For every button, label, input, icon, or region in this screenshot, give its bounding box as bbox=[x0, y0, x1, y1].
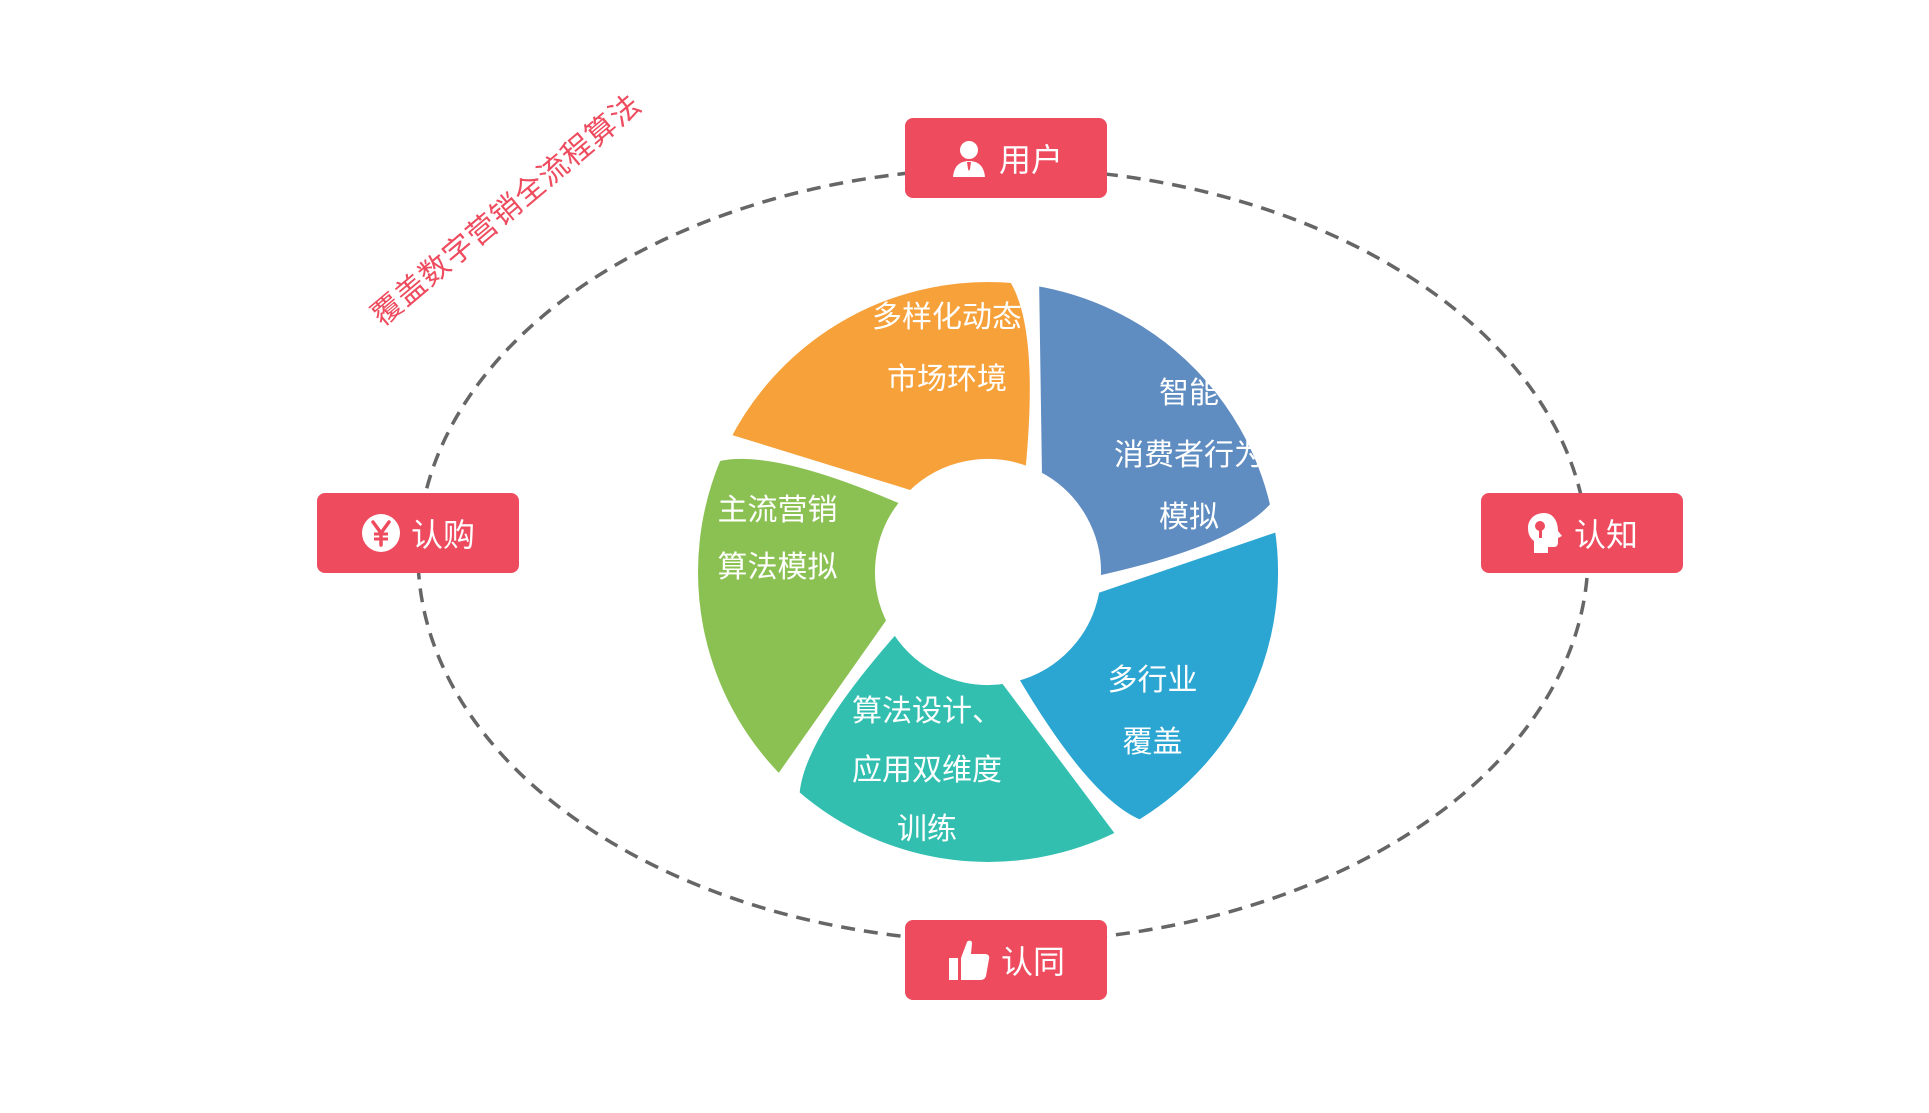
node-endorse: 认同 bbox=[905, 920, 1107, 1000]
segment-orange-line-1: 多样化动态 bbox=[872, 300, 1022, 335]
segment-green-line-1: 主流营销 bbox=[717, 493, 838, 528]
node-endorse-label: 认同 bbox=[1000, 943, 1065, 981]
segment-green-text: 主流营销 算法模拟 bbox=[690, 482, 865, 596]
segment-teal-line-3: 训练 bbox=[897, 812, 957, 847]
segment-blue-line-2: 消费者行为 bbox=[1114, 438, 1264, 473]
segment-green-line-2: 算法模拟 bbox=[717, 550, 838, 585]
segment-orange-line-2: 市场环境 bbox=[887, 362, 1007, 397]
node-purchase-label: 认购 bbox=[410, 516, 475, 554]
node-user: 用户 bbox=[905, 118, 1107, 198]
segment-orange-text: 多样化动态 市场环境 bbox=[838, 287, 1056, 411]
ring-center-hole bbox=[880, 464, 1096, 680]
segment-teal-text: 算法设计、 应用双维度 训练 bbox=[822, 682, 1032, 859]
segment-skyblue-line-1: 多行业 bbox=[1107, 663, 1198, 698]
node-cognition-label: 认知 bbox=[1573, 516, 1638, 554]
ring-group bbox=[688, 271, 1288, 872]
segment-teal-line-1: 算法设计、 bbox=[852, 694, 1002, 729]
segment-skyblue-line-2: 覆盖 bbox=[1122, 725, 1183, 760]
head-icon bbox=[1527, 513, 1562, 553]
segment-blue-text: 智能 消费者行为 模拟 bbox=[1090, 363, 1288, 549]
node-user-label: 用户 bbox=[998, 141, 1063, 179]
segment-teal-line-2: 应用双维度 bbox=[852, 753, 1002, 788]
node-purchase: 认购 bbox=[317, 493, 519, 573]
segment-blue-line-1: 智能 bbox=[1159, 376, 1219, 411]
user-icon bbox=[952, 141, 985, 177]
yen-icon bbox=[361, 514, 400, 552]
segment-skyblue-text: 多行业 覆盖 bbox=[1080, 650, 1225, 774]
segment-blue-line-3: 模拟 bbox=[1159, 500, 1219, 535]
node-cognition: 认知 bbox=[1481, 493, 1683, 573]
ring-segment-green bbox=[688, 448, 912, 786]
thumbs-up-icon bbox=[948, 940, 990, 980]
